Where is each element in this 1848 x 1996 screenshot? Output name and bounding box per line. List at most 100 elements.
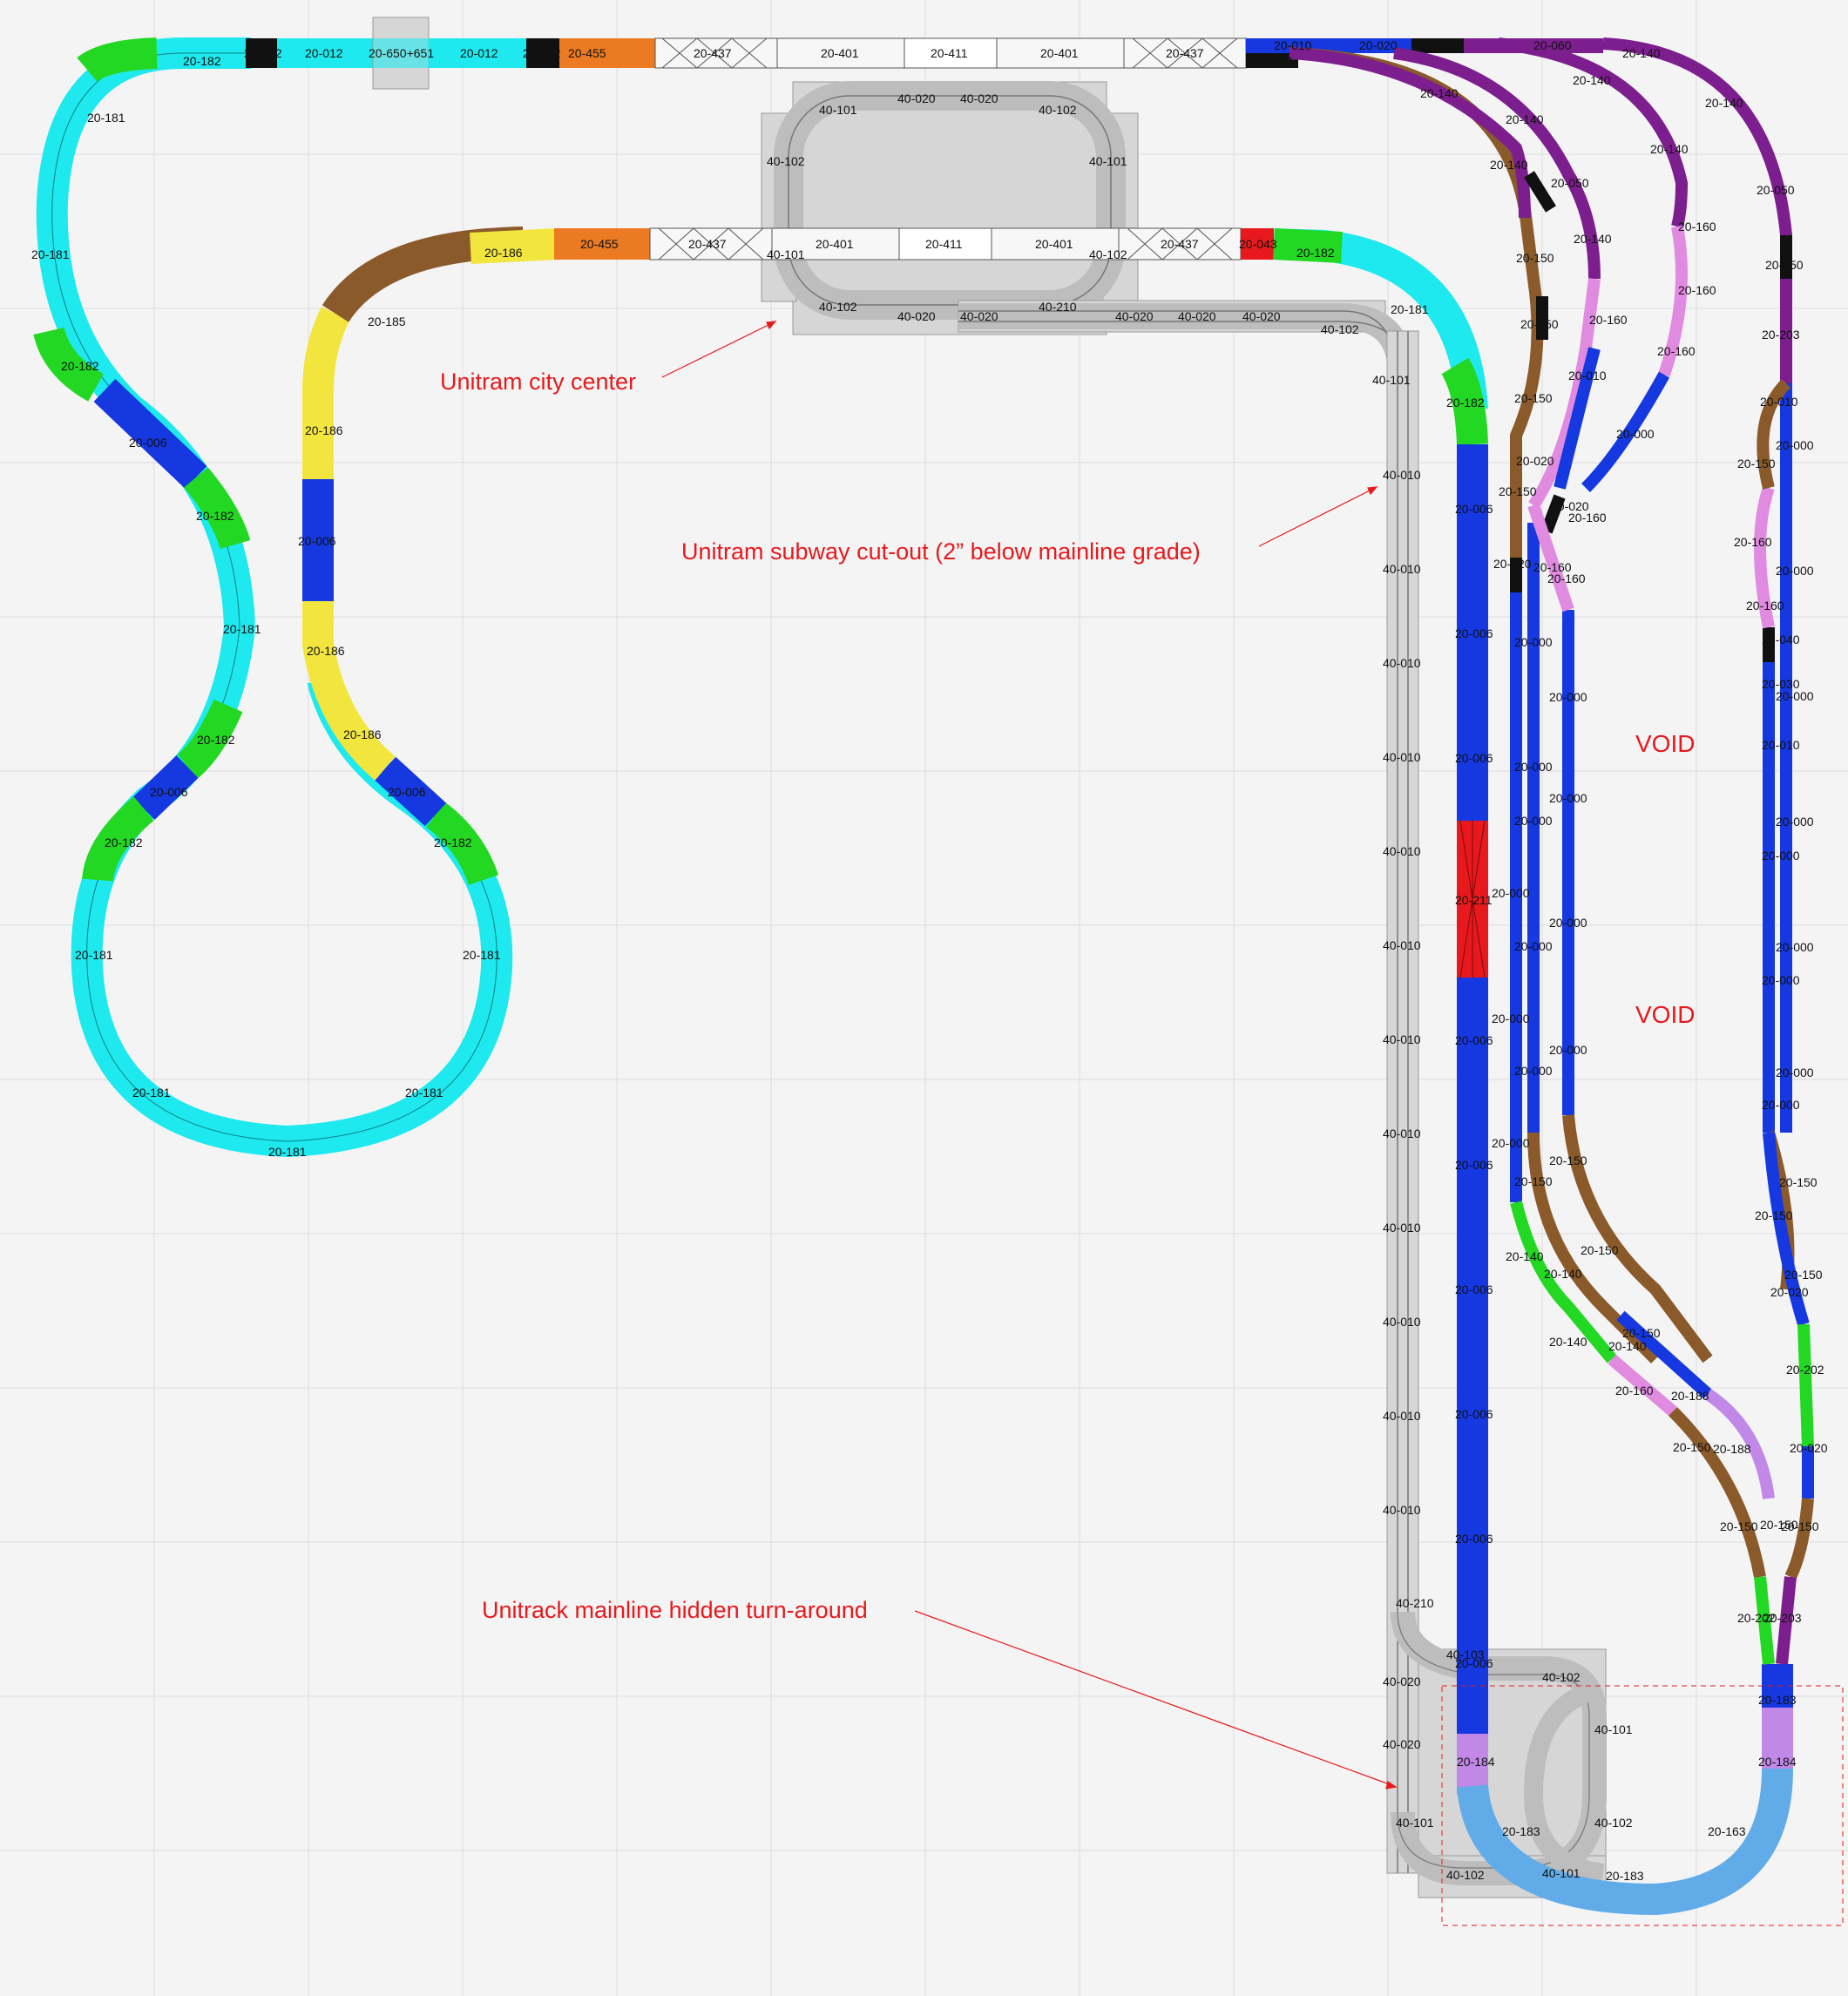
piece-label: 20-182: [1446, 396, 1485, 409]
piece-label: 20-000: [1776, 940, 1814, 954]
piece-label: 20-000: [1762, 849, 1800, 863]
yard-ladder-blue-2: [1763, 1132, 1810, 1327]
top-cyan-c: [429, 38, 526, 68]
green-right-b: [1441, 357, 1488, 445]
piece-label: 20-020: [1493, 557, 1532, 571]
piece-label: 20-150: [1720, 1519, 1758, 1533]
piece-label: 20-000: [1492, 1012, 1530, 1025]
piece-label: 20-140: [1650, 142, 1689, 156]
piece-label: 20-160: [1589, 313, 1628, 327]
yard-ladder-green-2: [1754, 1576, 1775, 1665]
piece-label: 20-010: [1274, 38, 1312, 52]
blue-section-left: [93, 378, 207, 490]
yard-pink-right: [1754, 485, 1775, 629]
piece-label: 20-150: [1581, 1243, 1619, 1257]
piece-label: 20-160: [1657, 344, 1696, 358]
piece-label: 20-006: [1455, 1532, 1493, 1546]
piece-label: 20-000: [1776, 564, 1814, 578]
piece-label: 20-150: [1514, 1174, 1553, 1188]
piece-label: 40-102: [767, 154, 805, 168]
piece-label: 20-006: [1455, 1282, 1493, 1296]
unitram-city-loop-rails: [788, 95, 1112, 306]
piece-label: 20-006: [1455, 1656, 1493, 1670]
mid-white-b: [898, 227, 992, 260]
piece-label: 20-000: [1514, 814, 1553, 828]
piece-label: 40-010: [1383, 1221, 1421, 1235]
piece-label: 20-181: [87, 111, 125, 125]
piece-label: 20-150: [1516, 251, 1554, 265]
piece-label: 20-181: [31, 247, 70, 261]
piece-label: 40-103: [1446, 1648, 1485, 1661]
mid-orange: [554, 228, 650, 260]
piece-label: 40-010: [1383, 562, 1421, 576]
piece-label: 20-150: [1514, 391, 1553, 405]
top-black-a: [246, 38, 277, 68]
piece-label: 20-160: [1533, 560, 1572, 574]
annotation-subway: Unitram subway cut-out (2” below mainlin…: [681, 538, 1201, 565]
piece-label: 20-181: [463, 948, 501, 962]
piece-label: 20-160: [1678, 220, 1716, 233]
piece-label: 40-102: [1594, 1816, 1633, 1830]
piece-label: 40-010: [1383, 1032, 1421, 1046]
yard-ladder-blue: [1616, 1310, 1712, 1399]
piece-label: 20-012: [244, 46, 282, 60]
piece-label: 20-160: [1678, 283, 1716, 297]
piece-label: 20-160: [1568, 511, 1607, 524]
piece-label: 20-401: [1035, 237, 1073, 251]
piece-label: 40-020: [960, 309, 998, 323]
top-bridge-a: [654, 37, 778, 69]
piece-label: 20-140: [1608, 1339, 1647, 1353]
piece-label: 20-181: [132, 1086, 171, 1099]
unitram-bottom-loop-rails: [1397, 1611, 1590, 1869]
mid-red: [1241, 228, 1274, 260]
piece-label: 20-010: [1760, 395, 1798, 409]
mid-white-a: [771, 227, 900, 260]
piece-label: 20-000: [1514, 635, 1553, 649]
piece-label: 20-160: [1547, 572, 1586, 585]
green-right-a: [1273, 228, 1343, 263]
piece-label: 20-163: [1708, 1824, 1746, 1838]
piece-label: 40-101: [1372, 373, 1411, 387]
yard-track-pink-1: [1528, 278, 1601, 509]
unitrack-mainline: [33, 17, 1814, 1916]
piece-label: 20-050: [1520, 317, 1559, 331]
piece-label: 20-000: [1776, 815, 1814, 829]
piece-label: 20-150: [1622, 1326, 1661, 1340]
piece-label: 20-186: [307, 644, 345, 658]
piece-label: 20-012: [305, 46, 343, 60]
unitram-network: [761, 81, 1607, 1898]
piece-label: 20-060: [1413, 38, 1452, 52]
yard-track-purple-1: [1289, 47, 1531, 219]
piece-label: 20-000: [1616, 427, 1655, 441]
piece-label: 20-000: [1762, 1098, 1800, 1112]
piece-label: 20-006: [388, 785, 426, 799]
mid-bridge-cross-a: [658, 227, 764, 260]
annotation-labels: Unitram city center Unitram subway cut-o…: [440, 369, 1695, 1623]
piece-label: 20-160: [1734, 535, 1772, 549]
piece-label: 20-437: [688, 237, 727, 251]
piece-label: 20-000: [1492, 1136, 1530, 1150]
piece-label: 40-020: [1383, 1737, 1421, 1751]
piece-label: 20-160: [1615, 1384, 1654, 1397]
piece-label: 40-101: [1089, 154, 1127, 168]
piece-label: 20-000: [1776, 689, 1814, 703]
piece-label: 20-437: [1161, 237, 1199, 251]
top-blue-b: [1342, 38, 1411, 53]
piece-label: 40-020: [897, 91, 936, 105]
piece-label: 20-010: [1762, 738, 1800, 752]
piece-label: 20-050: [1551, 176, 1589, 190]
piece-label: 20-020: [1359, 38, 1398, 52]
piece-label: 20-401: [816, 237, 854, 251]
lightblue-turnaround: [1457, 1768, 1793, 1916]
piece-label: 20-181: [75, 948, 113, 962]
piece-label: 40-101: [1542, 1866, 1581, 1880]
piece-label: 20-050: [1765, 258, 1804, 272]
yard-ladder-lavender: [1704, 1389, 1775, 1499]
piece-label: 20-010: [1568, 369, 1607, 382]
blue-vertical-main: [1457, 444, 1488, 1734]
top-white-a: [776, 37, 905, 69]
green-section-left-2: [184, 467, 251, 550]
hidden-turnaround-box: [1441, 1685, 1844, 1926]
piece-label: 20-020: [1790, 1441, 1828, 1455]
piece-label: 20-184: [1758, 1755, 1797, 1769]
